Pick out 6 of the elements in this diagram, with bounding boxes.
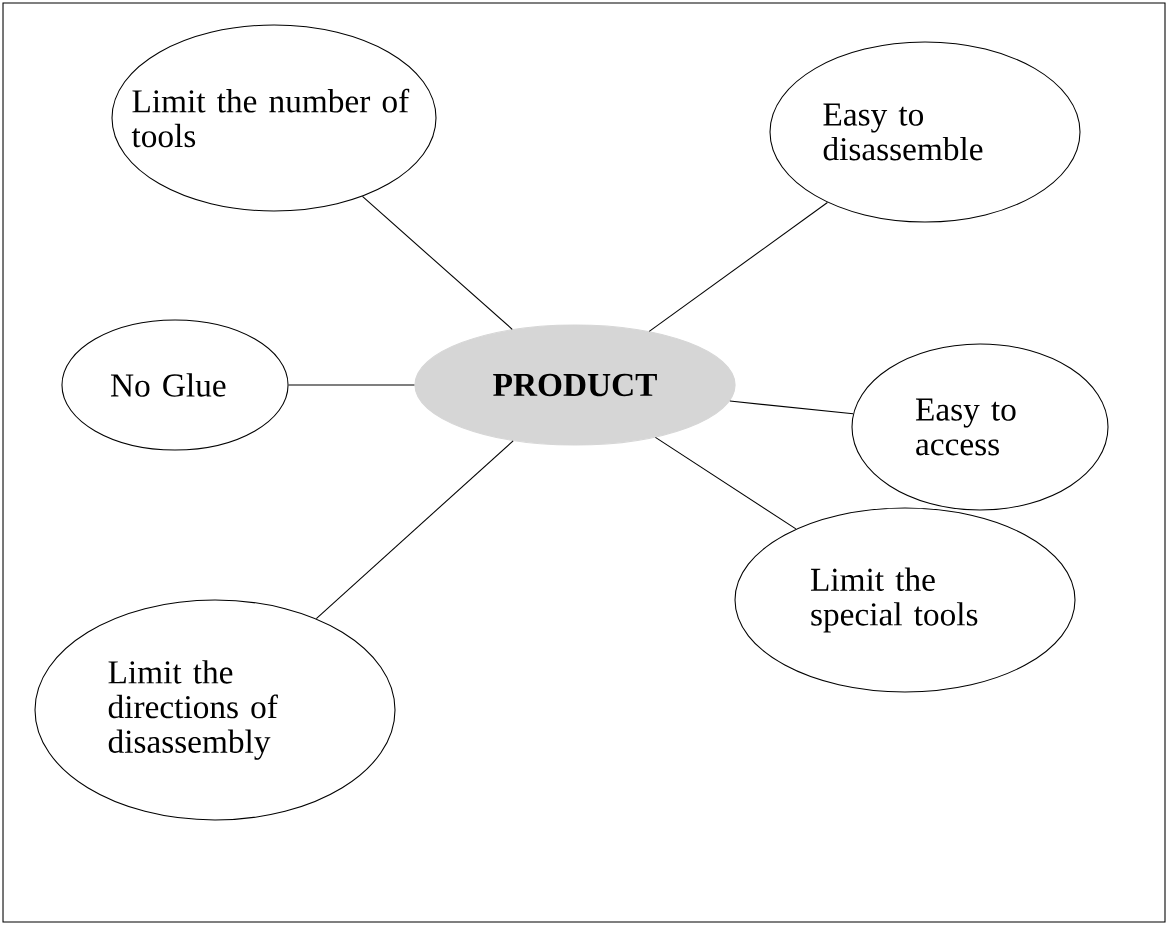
connector-line xyxy=(648,201,828,332)
connector-line xyxy=(288,384,415,386)
connector-line xyxy=(361,195,513,330)
connector-line xyxy=(729,400,854,415)
connector-line xyxy=(654,436,797,530)
connector-line xyxy=(315,440,514,620)
